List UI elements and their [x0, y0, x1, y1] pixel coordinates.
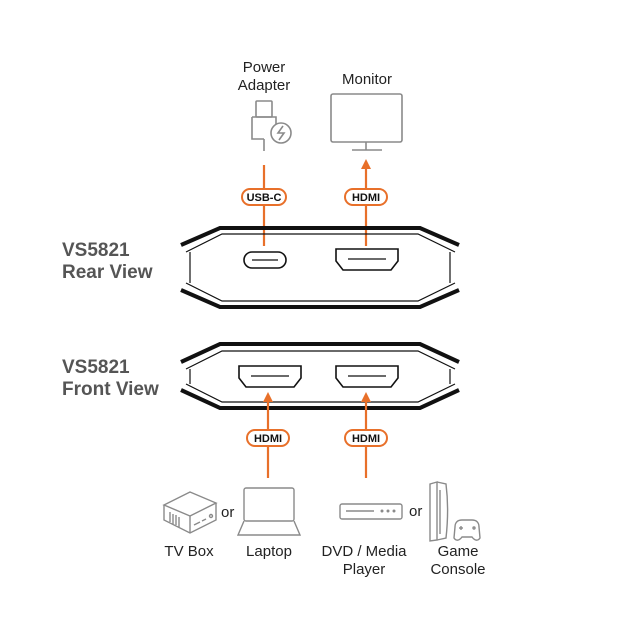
front-device-body: [180, 342, 460, 410]
media-player-label-line2: Player: [343, 561, 386, 578]
svg-text:HDMI: HDMI: [352, 433, 380, 445]
game-console-icon: [429, 481, 481, 542]
svg-text:HDMI: HDMI: [254, 433, 282, 445]
media-player-label-line1: DVD / Media: [321, 543, 407, 560]
usb-c-port: [243, 251, 287, 269]
hdmi-out-tag: HDMI: [344, 188, 388, 206]
tv-box-icon: [162, 491, 218, 534]
hdmi-in-1-tag: HDMI: [246, 429, 290, 447]
power-adapter-label-line1: Power: [243, 59, 286, 76]
rear-view-title-line1: VS5821: [62, 240, 130, 261]
usb-c-tag: USB-C: [241, 188, 287, 206]
hdmi-in-port-2: [335, 365, 399, 388]
or-separator-1: or: [221, 504, 234, 521]
media-player-icon: [339, 503, 403, 520]
rear-view-title-line2: Rear View: [62, 262, 153, 283]
hdmi-in-port-1: [238, 365, 302, 388]
hdmi-in-2-tag: HDMI: [344, 429, 388, 447]
tv-box-label: TV Box: [164, 543, 214, 560]
monitor-label: Monitor: [342, 71, 392, 88]
laptop-label: Laptop: [246, 543, 292, 560]
game-console-label-line1: Game: [438, 543, 479, 560]
laptop-icon: [236, 487, 302, 536]
svg-text:HDMI: HDMI: [352, 192, 380, 204]
power-adapter-label-line2: Adapter: [238, 77, 291, 94]
front-view-title-line1: VS5821: [62, 357, 130, 378]
power-adapter-icon: [251, 100, 292, 151]
game-console-label-line2: Console: [430, 561, 485, 578]
or-separator-2: or: [409, 503, 422, 520]
monitor-icon: [330, 93, 403, 151]
rear-device-body: [180, 226, 460, 309]
hdmi-out-port: [335, 248, 399, 271]
svg-text:USB-C: USB-C: [247, 192, 282, 204]
front-view-title-line2: Front View: [62, 379, 159, 400]
